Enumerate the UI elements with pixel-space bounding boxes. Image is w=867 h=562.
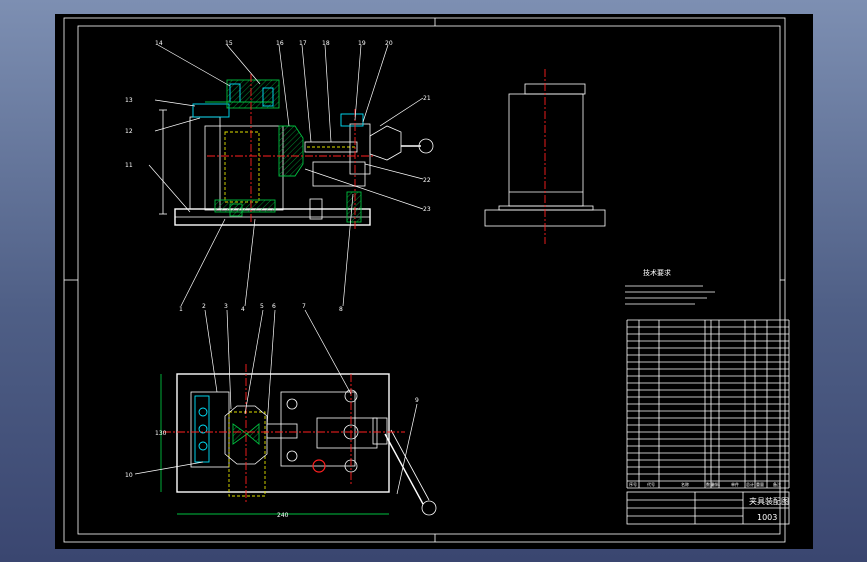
callout-bottom-5: 5: [260, 303, 264, 310]
bom-header-cell: 重量: [756, 481, 764, 487]
callout-bottom-9: 9: [415, 397, 419, 404]
front-section-view: [159, 74, 434, 229]
sheet-border: [63, 17, 786, 543]
callout-15: 15: [225, 40, 233, 47]
callout-12: 12: [125, 128, 133, 135]
callout-bottom-2: 2: [202, 303, 206, 310]
callout-13: 13: [125, 97, 133, 104]
bom-header-cell: 数量: [706, 481, 714, 487]
callout-17: 17: [299, 40, 307, 47]
callout-18: 18: [322, 40, 330, 47]
dimension-width: 240: [277, 512, 289, 519]
callouts-top: 14 15 16 17 18 19 20 21 22 23 13 12 11 1…: [125, 40, 431, 313]
bom-table: 序号 代号 名称 数量材料 单件 总计重量 备注: [626, 319, 790, 489]
drawing-title: 夹具装配图: [749, 496, 789, 506]
technical-requirements: 技术要求: [625, 268, 715, 305]
bom-header-cell: 代号: [647, 481, 655, 487]
title-block: 夹具装配图 1003: [626, 491, 790, 525]
bom-header-cell: 备注: [773, 481, 781, 487]
callout-16: 16: [276, 40, 284, 47]
callout-bottom-3: 3: [224, 303, 228, 310]
bom-header-cell: 单件: [731, 481, 739, 487]
callout-11: 11: [125, 162, 133, 169]
callout-4: 4: [241, 306, 245, 313]
assembly-drawing: 14 15 16 17 18 19 20 21 22 23 13 12 11 1…: [63, 17, 790, 543]
dimension-height: 130: [155, 430, 167, 437]
callout-bottom-6: 6: [272, 303, 276, 310]
callout-23: 23: [423, 206, 431, 213]
callout-19: 19: [358, 40, 366, 47]
callout-bottom-10: 10: [125, 472, 133, 479]
side-view: [484, 69, 606, 244]
callout-14: 14: [155, 40, 163, 47]
bom-header-cell: 材料: [712, 481, 720, 487]
bom-header-cell: 序号: [629, 481, 637, 487]
callout-20: 20: [385, 40, 393, 47]
bom-header-cell: 总计: [746, 481, 754, 487]
callout-bottom-7: 7: [302, 303, 306, 310]
callout-8: 8: [339, 306, 343, 313]
tech-req-title: 技术要求: [643, 268, 671, 277]
callout-22: 22: [423, 177, 431, 184]
bom-header-cell: 名称: [681, 481, 689, 487]
callouts-bottom: 2 3 5 6 7 10 9: [125, 303, 419, 495]
cad-viewport[interactable]: 14 15 16 17 18 19 20 21 22 23 13 12 11 1…: [55, 14, 813, 549]
callout-21: 21: [423, 95, 431, 102]
plan-view: 240 130: [155, 364, 437, 519]
callout-1: 1: [179, 306, 183, 313]
drawing-number: 1003: [757, 513, 777, 522]
